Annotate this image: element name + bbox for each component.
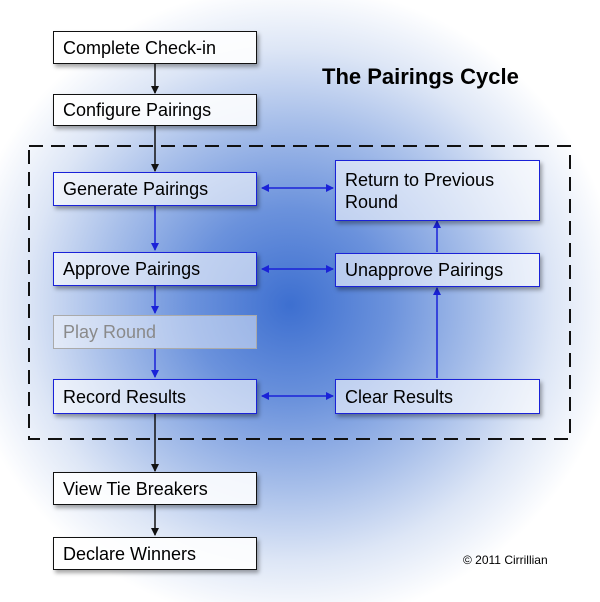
- copyright-notice: © 2011 Cirrillian: [463, 553, 548, 567]
- node-label: Complete Check-in: [63, 37, 217, 58]
- diagram-title: The Pairings Cycle: [322, 64, 519, 89]
- node-label: Approve Pairings: [63, 259, 201, 279]
- node-record-results: Record Results: [53, 379, 257, 414]
- node-unapprove-pairings: Unapprove Pairings: [335, 253, 540, 287]
- node-label: Configure Pairings: [63, 100, 212, 120]
- node-label: Declare Winners: [63, 543, 197, 564]
- node-label: Record Results: [63, 386, 187, 407]
- node-approve-pairings: Approve Pairings: [53, 252, 257, 286]
- node-configure-pairings: Configure Pairings: [53, 94, 257, 126]
- node-return-previous-round: Return to Previous Round: [335, 160, 540, 221]
- node-label: Return to Previous Round: [345, 170, 495, 212]
- node-generate-pairings: Generate Pairings: [53, 172, 257, 206]
- node-label: Play Round: [63, 322, 157, 342]
- node-label: Unapprove Pairings: [345, 260, 504, 280]
- node-declare-winners: Declare Winners: [53, 537, 257, 570]
- node-play-round: Play Round: [53, 315, 257, 349]
- node-label: Generate Pairings: [63, 179, 209, 199]
- node-label: Clear Results: [345, 386, 454, 407]
- node-view-tie-breakers: View Tie Breakers: [53, 472, 257, 505]
- cycle-region-dashed-border: [28, 145, 571, 440]
- node-label: View Tie Breakers: [63, 478, 208, 499]
- node-clear-results: Clear Results: [335, 379, 540, 414]
- node-complete-checkin: Complete Check-in: [53, 31, 257, 64]
